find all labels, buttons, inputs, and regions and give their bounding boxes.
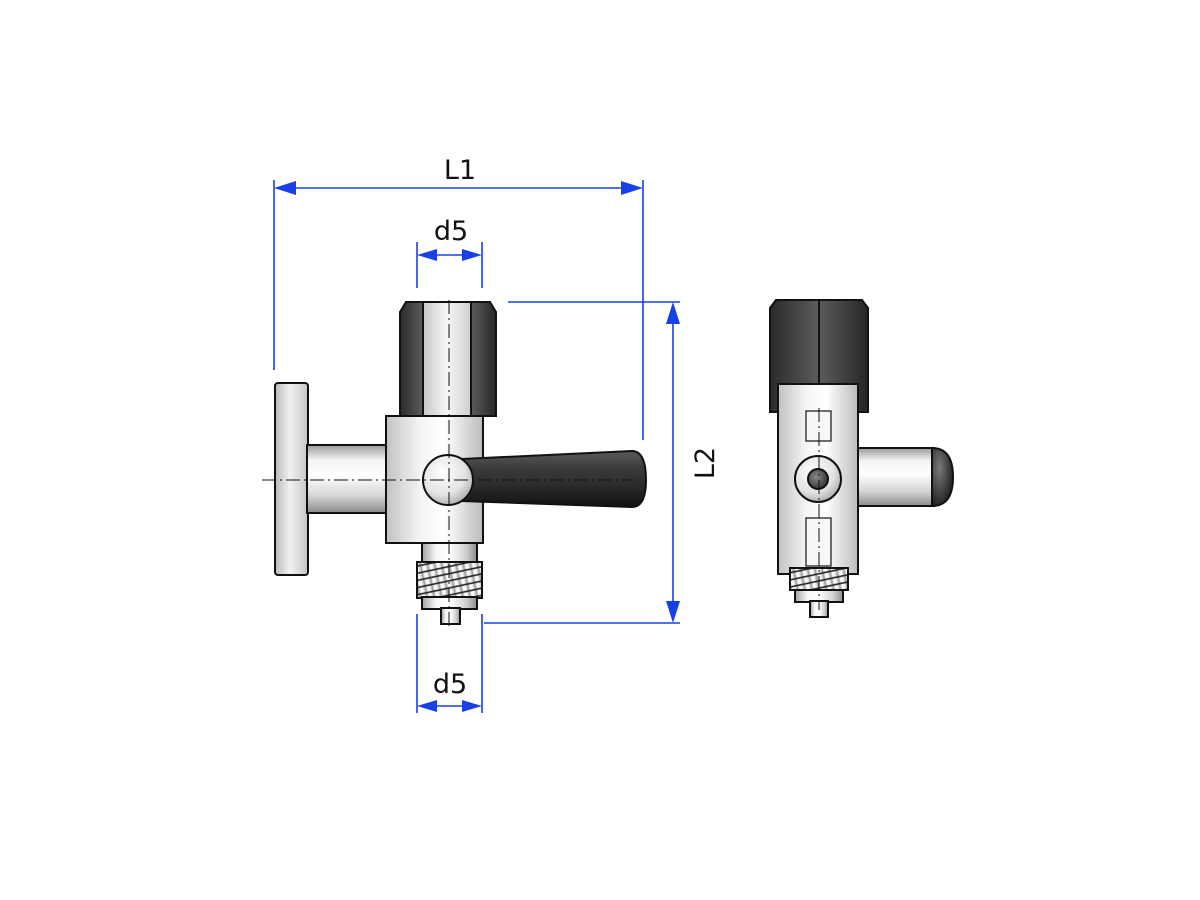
side-stub-end [931,446,955,508]
front-view [262,300,648,626]
dimension-label-l1: L1 [444,155,476,186]
dimension-d5-bottom: d5 [416,614,483,713]
flange [274,382,309,576]
dimension-label-l2: L2 [690,447,721,479]
valve-handle [461,449,648,509]
dimension-d5-top: d5 [416,216,483,288]
dimension-l1: L1 [273,155,644,440]
side-stub [851,447,935,507]
top-hex-nut [399,301,497,417]
dimension-label-d5-bottom: d5 [433,669,467,700]
side-view [769,299,955,618]
dimension-l2: L2 [484,301,721,624]
pipe-stub [306,444,390,514]
dimension-label-d5-top: d5 [434,216,468,247]
side-port-inner [807,468,829,490]
lower-pin [440,607,461,625]
dimensions: L1 d5 d5 L2 [273,155,721,713]
